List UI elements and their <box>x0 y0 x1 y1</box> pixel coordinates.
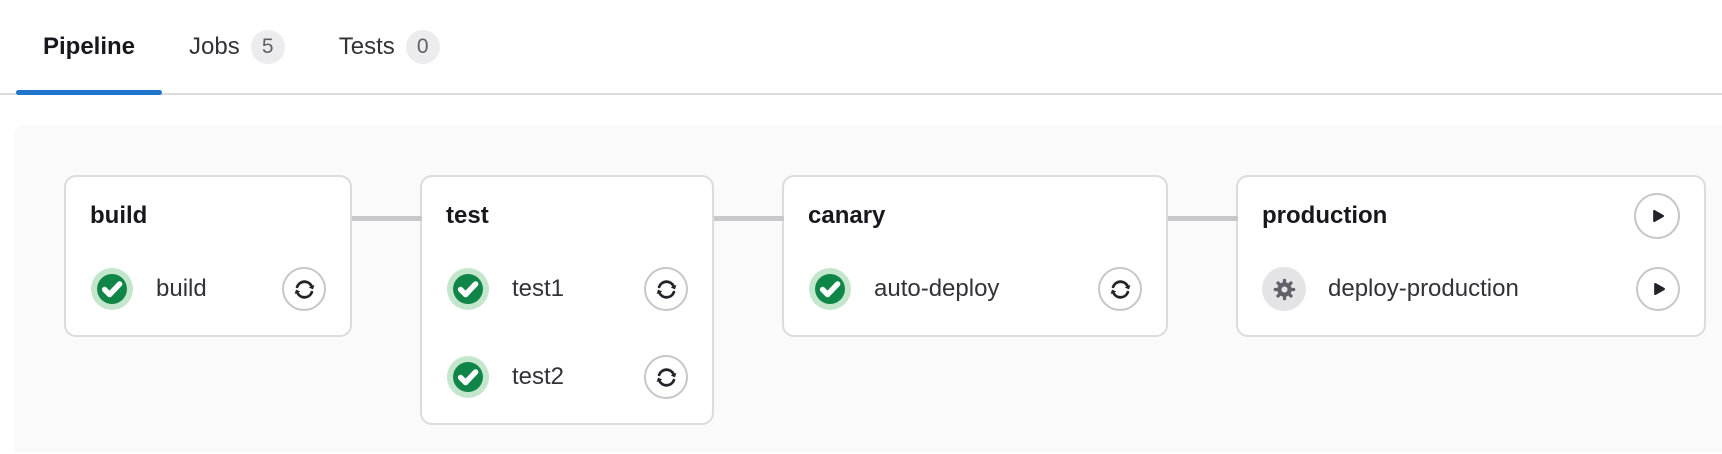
pipeline-graph: build <box>14 125 1722 425</box>
job-test2[interactable]: test2 <box>446 351 688 403</box>
stage-title-row: production <box>1262 193 1680 239</box>
tab-label: Tests <box>338 32 395 60</box>
tab-label: Jobs <box>189 32 240 60</box>
tab-pipeline[interactable]: Pipeline <box>16 0 163 95</box>
tab-bar: Pipeline Jobs 5 Tests 0 <box>0 0 1722 95</box>
job-name[interactable]: test1 <box>512 275 565 302</box>
retry-icon <box>656 367 676 387</box>
job-name[interactable]: test2 <box>512 363 565 390</box>
status-success-icon <box>446 267 490 311</box>
stage-title: build <box>90 202 148 229</box>
stage-play-button[interactable] <box>1634 193 1680 239</box>
tab-count-badge: 0 <box>405 29 440 64</box>
retry-button[interactable] <box>644 267 688 311</box>
status-success-icon <box>446 355 490 399</box>
job-name[interactable]: deploy-production <box>1328 275 1519 302</box>
job-deploy-production[interactable]: deploy-production <box>1262 263 1680 315</box>
stage-build: build <box>64 175 352 337</box>
stage-test: test <box>352 175 714 425</box>
job-auto-deploy[interactable]: auto-deploy <box>808 263 1142 315</box>
stage-title-row: canary <box>808 193 1142 239</box>
tab-count-badge: 5 <box>250 29 285 64</box>
play-button[interactable] <box>1636 267 1680 311</box>
stage-title-row: test <box>446 193 688 239</box>
play-icon <box>1653 209 1665 223</box>
stage-canary: canary <box>714 175 1168 337</box>
stage-production: production <box>1168 175 1706 337</box>
job-name[interactable]: auto-deploy <box>874 275 1000 302</box>
retry-icon <box>1110 279 1130 299</box>
retry-button[interactable] <box>1098 267 1142 311</box>
stage-jobs: build <box>90 263 326 315</box>
stage-title: canary <box>808 202 886 229</box>
tab-label: Pipeline <box>43 32 136 60</box>
retry-icon <box>294 279 314 299</box>
status-success-icon <box>808 267 852 311</box>
tab-jobs[interactable]: Jobs 5 <box>162 0 312 93</box>
status-success-icon <box>90 267 134 311</box>
stage-jobs: deploy-production <box>1262 263 1680 315</box>
retry-button[interactable] <box>644 355 688 399</box>
retry-button[interactable] <box>282 267 326 311</box>
stage-jobs: auto-deploy <box>808 263 1142 315</box>
stage-title-row: build <box>90 193 326 239</box>
stage-title: test <box>446 202 489 229</box>
job-name[interactable]: build <box>156 275 207 302</box>
stage-jobs: test1 <box>446 263 688 403</box>
pipeline-panel: build <box>14 125 1722 452</box>
tab-tests[interactable]: Tests 0 <box>312 0 467 93</box>
status-manual-icon <box>1262 267 1306 311</box>
stage-title: production <box>1262 202 1388 229</box>
retry-icon <box>656 279 676 299</box>
play-icon <box>1654 282 1666 296</box>
job-test1[interactable]: test1 <box>446 263 688 315</box>
job-build[interactable]: build <box>90 263 326 315</box>
